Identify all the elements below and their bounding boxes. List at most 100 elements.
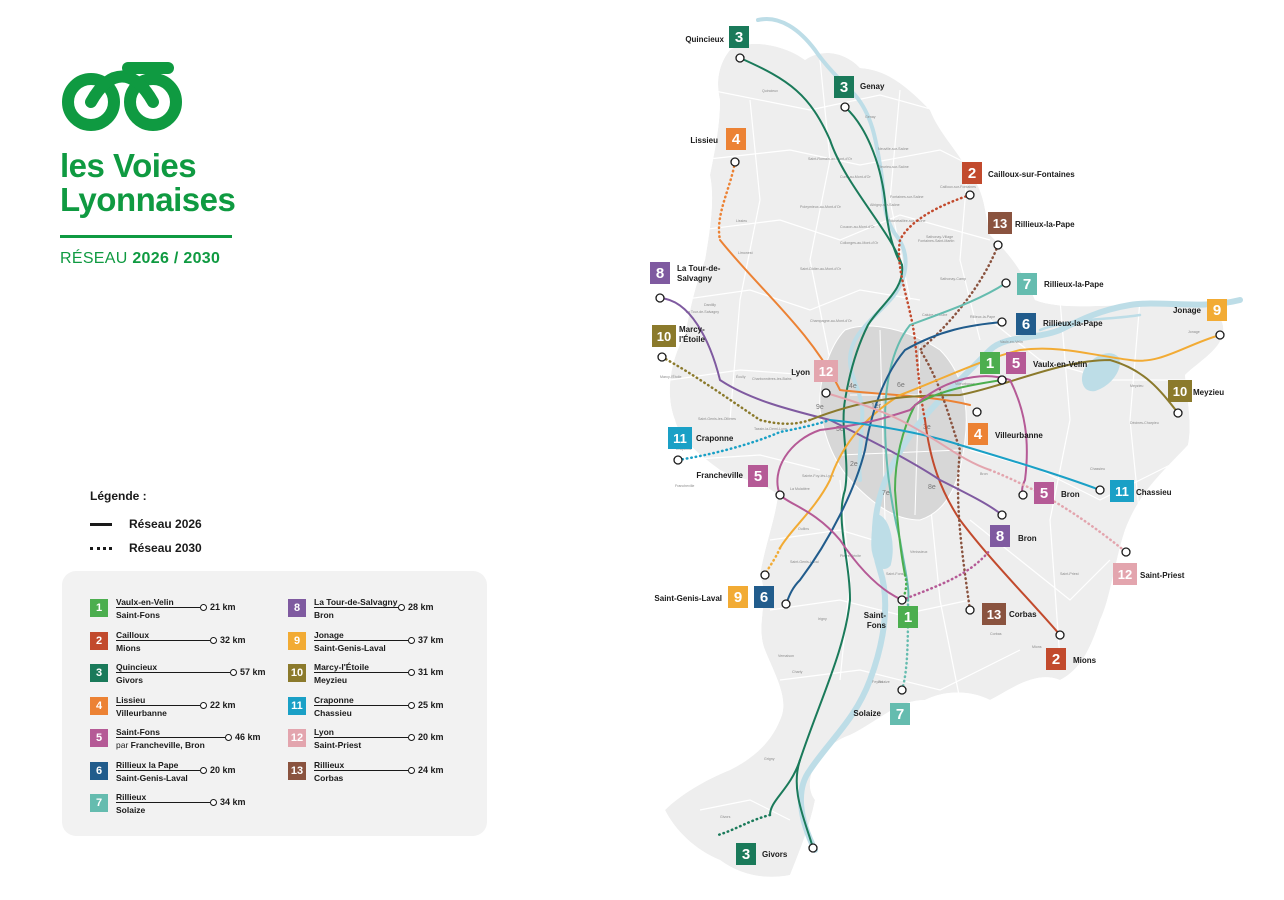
- district-label: 4e: [849, 383, 857, 390]
- line-number-badge: [748, 465, 768, 487]
- line-from: Lyon: [314, 727, 334, 737]
- line-number-badge-text: 5: [1040, 485, 1048, 502]
- commune-label: Écully: [736, 374, 746, 379]
- terminus-dot: [735, 53, 745, 63]
- terminus-dot: [1215, 330, 1225, 340]
- commune-label: Villeurbanne: [955, 382, 975, 386]
- commune-label: Irigny: [818, 617, 827, 621]
- line-3-branch-givors: [795, 759, 814, 849]
- line-number-badge: [1046, 648, 1066, 670]
- line-from: Craponne: [314, 694, 354, 705]
- line-number-badge: [988, 212, 1012, 234]
- commune-label: Cailloux-sur-Fontaines: [940, 185, 976, 189]
- terminus-label: Rillieux-la-Pape: [1043, 319, 1103, 328]
- commune-label: Mions: [1032, 645, 1042, 649]
- line-end-circle: [230, 669, 237, 676]
- line-length: 21 km: [210, 602, 236, 612]
- line-number-badge-text: 5: [1012, 355, 1020, 372]
- commune-label: Collonges-au-Mont-d'Or: [840, 241, 879, 245]
- line-number-badge-text: 13: [987, 607, 1001, 622]
- commune-label: Champagne-au-Mont-d'Or: [810, 319, 853, 323]
- terminus-label: Rillieux-la-Pape: [1015, 220, 1075, 229]
- commune-label: Couzon-au-Mont-d'Or: [840, 225, 875, 229]
- terminus-dot: [730, 157, 740, 167]
- terminus-label: Lyon: [791, 368, 810, 377]
- terminus-dot: [655, 293, 665, 303]
- commune-label: Feyzin: [872, 680, 883, 684]
- commune-label: Corbas: [990, 632, 1002, 636]
- commune-label: Poleymieux-au-Mont-d'Or: [800, 205, 842, 209]
- line-number-badge: [1016, 313, 1036, 335]
- line-12-dotted: [988, 468, 1128, 554]
- line-badge: 5: [90, 729, 108, 747]
- line-number-badge: [990, 525, 1010, 547]
- commune-label: Solaize: [878, 680, 890, 684]
- district-label: 2e: [850, 461, 858, 468]
- commune-label: Saint-Priest: [1060, 572, 1079, 576]
- line-length: 22 km: [210, 699, 236, 710]
- line-badge: 9: [288, 631, 306, 650]
- terminus-label: Saint-Genis-Laval: [654, 594, 722, 603]
- line-connector: [116, 769, 200, 771]
- terminus-dot: [1055, 630, 1065, 640]
- line-number-badge-text: 2: [1052, 651, 1060, 668]
- line-number-badge-text: 12: [1118, 567, 1132, 582]
- line-number-badge: [1006, 352, 1026, 374]
- line-to: Villeurbanne: [116, 707, 167, 718]
- line-badge: 2: [90, 631, 108, 650]
- brand-block: les Voies Lyonnaises RÉSEAU 2026 / 2030: [60, 58, 260, 268]
- commune-label: Givors: [720, 815, 731, 819]
- terminus-label: Francheville: [696, 471, 743, 480]
- line-2-dotted: [897, 193, 972, 422]
- line-end-circle: [408, 766, 415, 774]
- line-4-dotted: [717, 160, 737, 242]
- line-number-badge: [898, 606, 918, 628]
- terminus-6: 6: [754, 586, 791, 609]
- commune-label: Curis-au-Mont-d'Or: [840, 175, 871, 179]
- line-from: Quincieux: [116, 662, 158, 672]
- terminus-9: 9 Saint-Genis-Laval: [654, 570, 770, 608]
- line-length: 32 km: [220, 634, 246, 645]
- line-length: 20 km: [418, 732, 444, 742]
- district-label: 6e: [897, 382, 905, 389]
- terminus-label: Craponne: [696, 434, 734, 443]
- line-11-dotted: [676, 418, 832, 462]
- terminus-label: Saint-Priest: [1140, 571, 1185, 580]
- terminus-label: Quincieux: [685, 35, 724, 44]
- commune-label: La Tour-de-Salvagny: [686, 310, 719, 314]
- line-connector: [116, 737, 225, 738]
- line-length: 46 km: [235, 732, 261, 742]
- terminus-label: Genay: [860, 82, 885, 91]
- commune-label: Sainte-Foy-lès-Lyon: [802, 474, 834, 478]
- line-badge: 1: [90, 599, 108, 617]
- line-number-badge-text: 7: [1023, 276, 1031, 293]
- commune-label: Fontaines-Saint-Martin: [918, 239, 954, 243]
- commune-label: Marcy-l'Étoile: [660, 374, 681, 379]
- line-badge: 12: [288, 729, 306, 747]
- line-from: Marcy-l'Étoile: [314, 662, 369, 672]
- line-end-circle: [398, 604, 405, 611]
- line-from: Rillieux la Pape: [116, 759, 179, 770]
- line-length: 20 km: [210, 764, 236, 775]
- terminus-label: Marcy-: [679, 325, 705, 334]
- commune-label: La Mulatière: [790, 487, 810, 491]
- terminus-dot: [993, 240, 1003, 250]
- line-number-badge-text: 9: [734, 589, 742, 606]
- line-number-badge-text: 11: [1115, 484, 1129, 499]
- line-end-circle: [200, 604, 207, 611]
